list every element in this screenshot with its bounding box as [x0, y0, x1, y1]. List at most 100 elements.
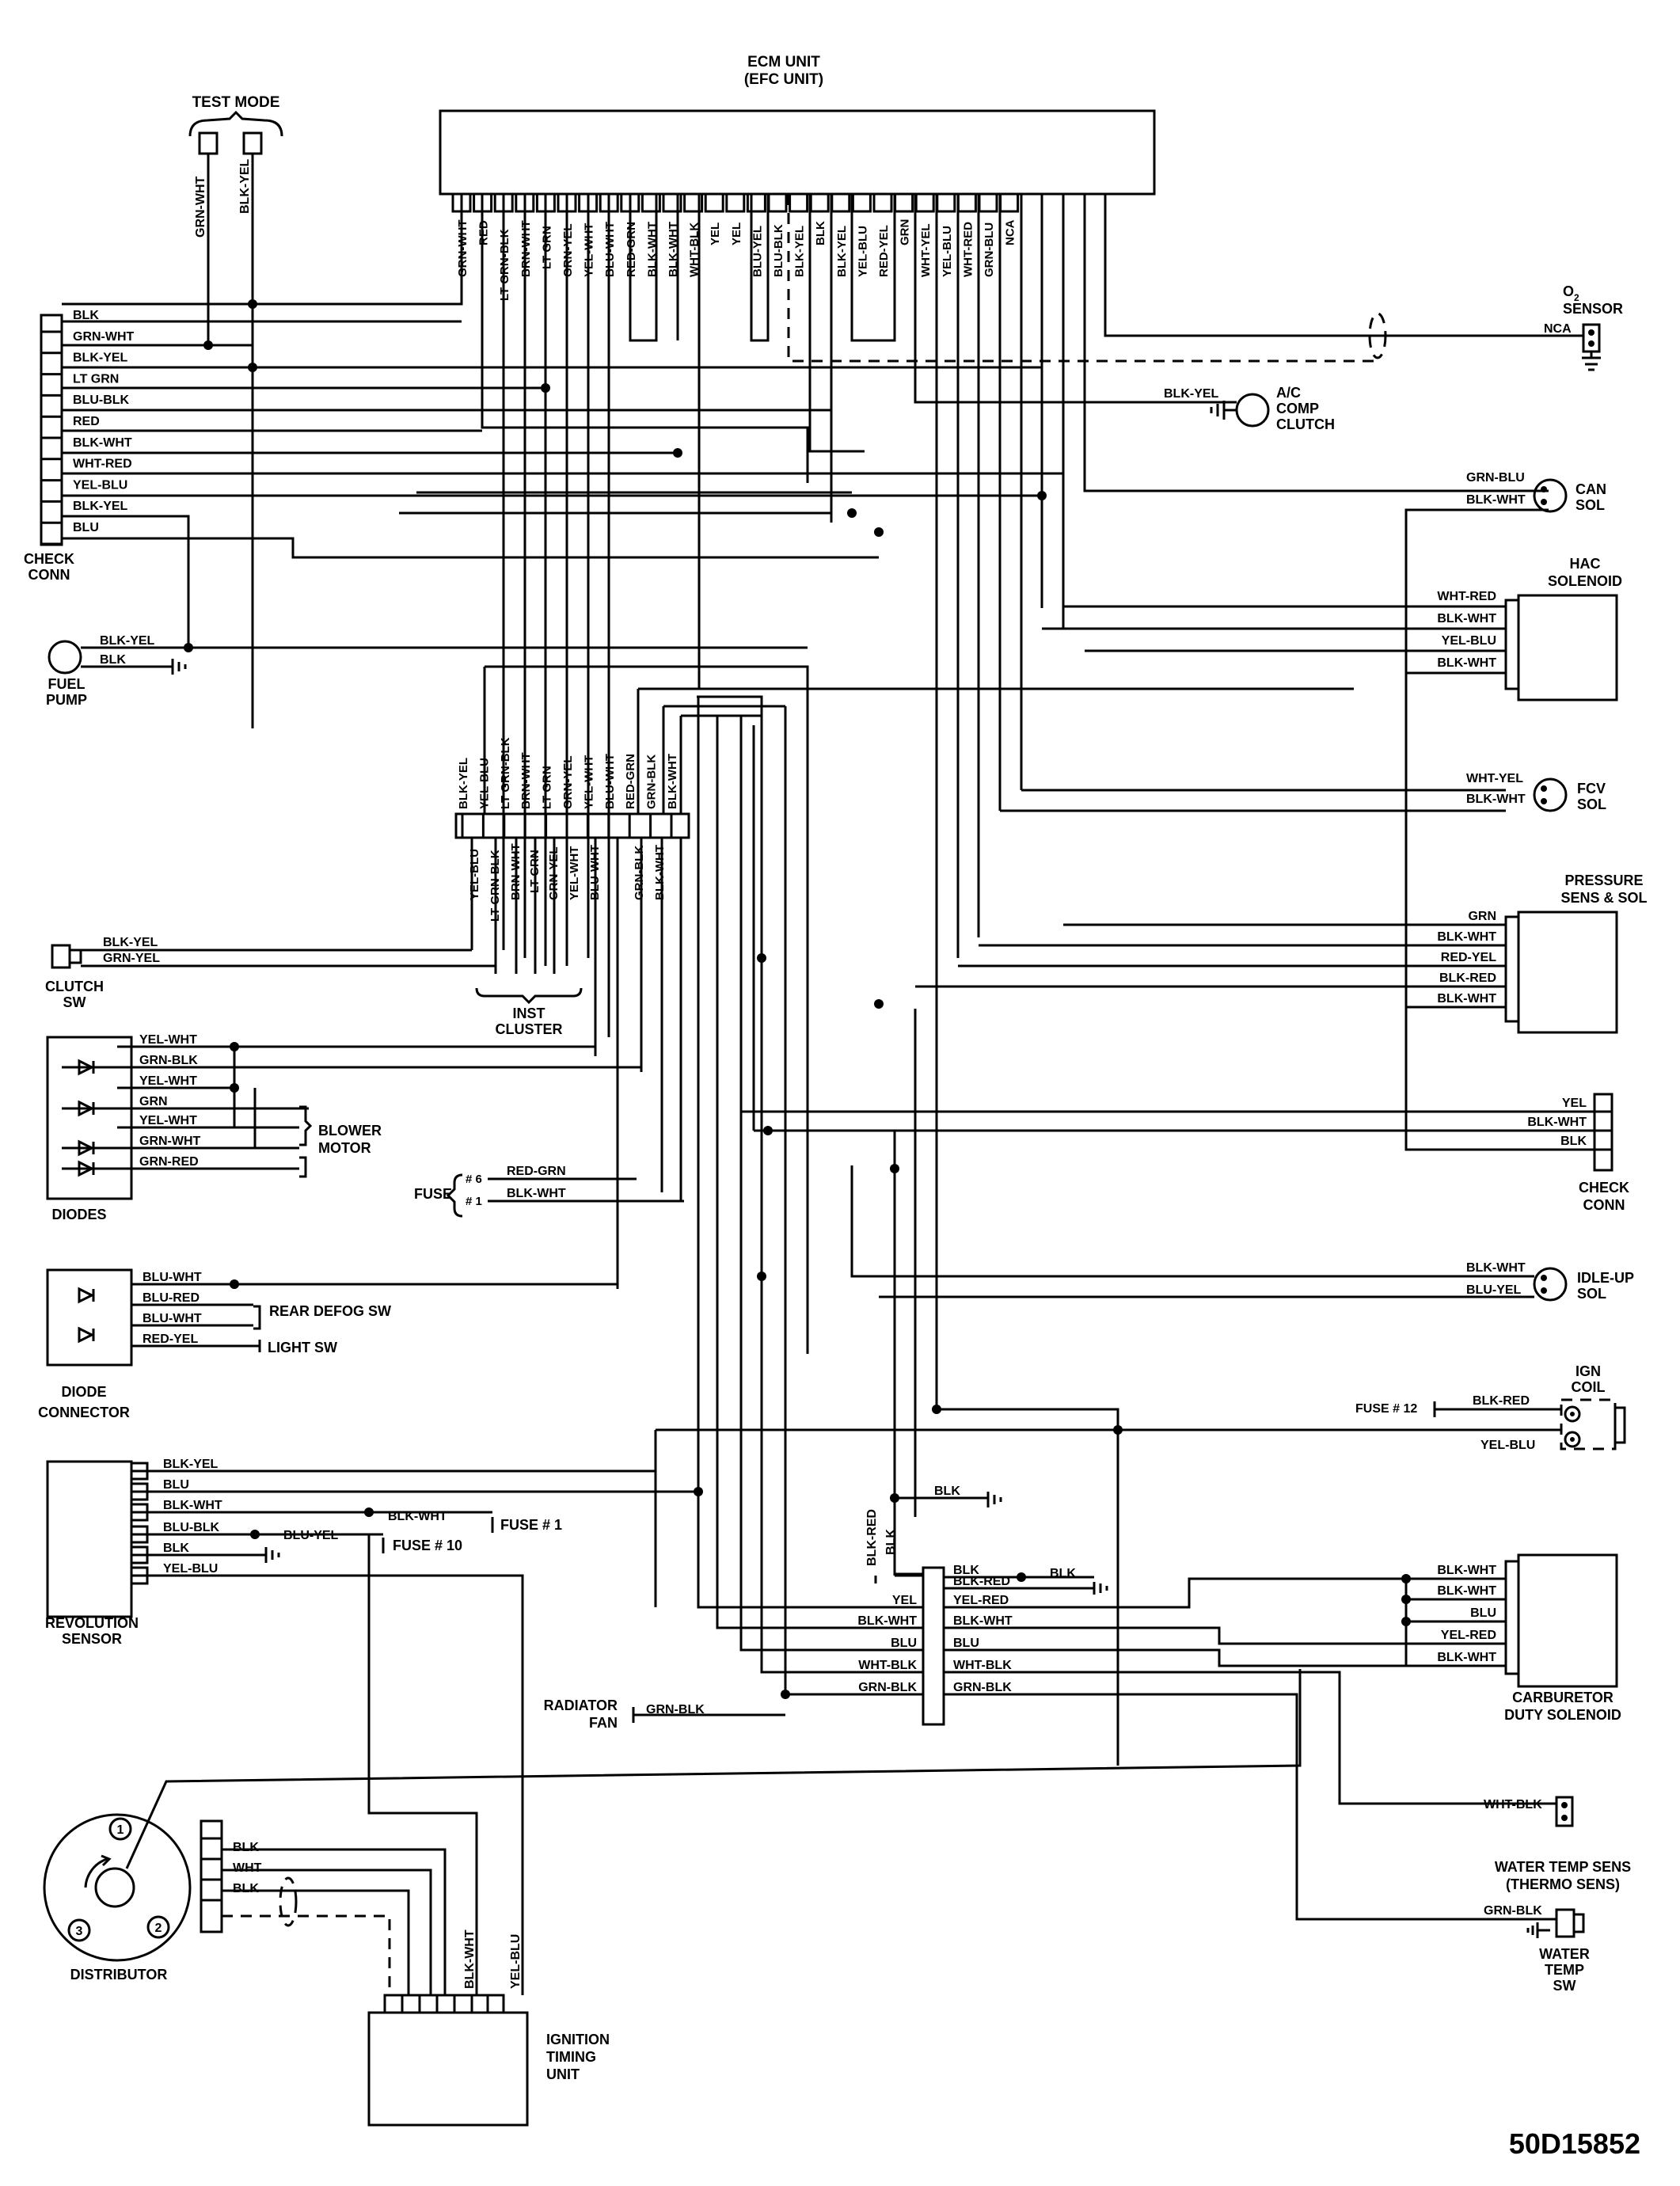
diode-connector-label: DIODE	[61, 1384, 106, 1400]
ground-icon	[1526, 1922, 1550, 1938]
o2-sensor-label: SENSOR	[1563, 301, 1623, 317]
ignition-timing-unit: BLK-WHT YEL-BLU IGNITION TIMING UNIT	[367, 1534, 610, 2127]
inst-top-pin-label: BLK-YEL	[457, 758, 470, 809]
check-conn-left-pin-label: RED	[73, 415, 100, 428]
inst-bottom-pin-label: YEL-BLU	[468, 849, 481, 900]
center-left-pin-label: GRN-BLK	[858, 1681, 917, 1694]
distributor-wire-label: BLK	[233, 1882, 259, 1895]
hac-wire-label: BLK-WHT	[1437, 656, 1496, 670]
right-side-wire-labels: WHT-REDBLK-WHTYEL-BLUBLK-WHTGRNBLK-WHTRE…	[1437, 590, 1587, 1664]
fcv-wire-label: BLK-WHT	[1466, 793, 1526, 806]
center-right-pin-label: YEL-RED	[953, 1594, 1009, 1607]
rev-fuse-label: FUSE # 1	[500, 1517, 562, 1533]
ignition-unit-label: UNIT	[546, 2066, 580, 2082]
hac-solenoid-body	[1517, 594, 1618, 701]
diodes-block: YEL-WHTGRN-BLKYEL-WHTGRNYEL-WHTGRN-WHTGR…	[46, 1033, 641, 1222]
pressure-label: PRESSURE	[1564, 872, 1643, 888]
ground-blk-label: BLK	[934, 1485, 960, 1498]
center-left-pin-label: BLK-WHT	[857, 1614, 917, 1628]
rear-defog-label: REAR DEFOG SW	[269, 1303, 391, 1319]
o2-sensor-symbol	[1582, 323, 1601, 353]
fuse-wire-label: RED-GRN	[507, 1165, 566, 1178]
fcv-wire-label: WHT-YEL	[1466, 772, 1523, 785]
test-mode-terminal	[242, 131, 263, 155]
check-conn-right-wire-label: BLK-WHT	[1527, 1116, 1587, 1129]
center-right-pin-label: BLK	[953, 1564, 979, 1577]
water-temp-sw-symbol	[1555, 1908, 1575, 1938]
water-temp-sw-label: SW	[1553, 1978, 1576, 1994]
ecm-pin	[956, 192, 977, 213]
inst-top-pin-label: LT GRN	[541, 766, 554, 809]
carburetor-body	[1517, 1553, 1618, 1688]
ground-icon	[1582, 352, 1601, 371]
carburetor-duty-solenoid: CARBURETOR DUTY SOLENOID	[1504, 1553, 1621, 1723]
distributor-wire-label: WHT	[233, 1861, 262, 1875]
hac-wire-label: BLK-WHT	[1437, 612, 1496, 625]
ecm-pin-label: BLU-YEL	[751, 226, 764, 277]
diode-connector-wire-label: RED-YEL	[143, 1333, 198, 1346]
o2-sensor: O 2 SENSOR NCA	[1368, 283, 1623, 371]
center-right-pin-label: WHT-BLK	[953, 1659, 1012, 1672]
center-connector: YELBLK-WHTBLUWHT-BLKGRN-BLKBLKBLK-REDYEL…	[857, 1485, 1108, 1726]
o2-sensor-subscript: 2	[1574, 292, 1579, 303]
test-mode-terminal	[198, 131, 219, 155]
hac-wire-label: WHT-RED	[1437, 590, 1496, 603]
check-conn-left-pin-label: BLK	[73, 309, 99, 322]
distributor-rotor	[94, 1867, 135, 1908]
rev-fuse-label: FUSE # 10	[393, 1538, 462, 1553]
pressure-label: SENS & SOL	[1560, 890, 1647, 906]
ecm-pin-label: BLK	[814, 221, 827, 245]
clutch-wire-label: BLK-YEL	[103, 936, 158, 949]
diodes-wires: YEL-WHTGRN-BLKYEL-WHTGRNYEL-WHTGRN-WHTGR…	[62, 1033, 641, 1177]
carburetor-label: CARBURETOR	[1512, 1690, 1613, 1705]
ecm-pin	[936, 192, 956, 213]
inst-bottom-pin-label: GRN-BLK	[633, 846, 646, 900]
water-temp-sensor: WHT-BLK WATER TEMP SENS (THERMO SENS)	[1484, 1796, 1631, 1892]
can-sol-wire-label: BLK-WHT	[1466, 493, 1526, 507]
distributor-terminal: 2	[155, 1922, 162, 1935]
pressure-wire-label: BLK-RED	[1439, 971, 1496, 985]
check-conn-left-pin-label: LT GRN	[73, 372, 119, 386]
ecm-pin-label: WHT-YEL	[919, 224, 933, 278]
ecm-pin-label: GRN-BLU	[983, 222, 996, 277]
ignition-unit-wire-label: YEL-BLU	[509, 1934, 523, 1989]
idle-up-wire-label: BLK-WHT	[1466, 1261, 1526, 1275]
center-connector-vertical-label: BLK-RED	[865, 1509, 879, 1566]
ac-label: CLUTCH	[1276, 416, 1335, 432]
revolution-sensor-label: REVOLUTION	[45, 1615, 139, 1631]
idle-up-solenoid: BLK-WHT BLU-YEL IDLE-UP SOL	[1466, 1261, 1634, 1302]
ground-icon	[1093, 1582, 1108, 1595]
fuel-pump-wire-label: BLK-YEL	[100, 634, 155, 648]
blower-motor-label: BLOWER	[318, 1123, 382, 1139]
radiator-fan: RADIATOR FAN GRN-BLK	[544, 1697, 705, 1731]
ecm-pin-label: LT GRN-BLK	[498, 229, 511, 301]
carburetor-wire-label: BLK-WHT	[1437, 1584, 1496, 1598]
fuse-number: # 6	[466, 1173, 482, 1186]
revolution-sensor-pin-label: BLU-BLK	[163, 1521, 220, 1534]
ign-coil-wire-label: BLK-RED	[1473, 1394, 1530, 1408]
ecm-pin-label: BLU-BLK	[772, 224, 785, 277]
inst-cluster-brace	[475, 987, 583, 1005]
ign-coil-wire-label: YEL-BLU	[1480, 1439, 1535, 1452]
ecm-pin	[809, 192, 830, 213]
diagram-id: 50D15852	[1509, 2127, 1640, 2160]
inst-top-pin-label: LT GRN-BLK	[499, 737, 512, 809]
carburetor-wire-label: BLK-WHT	[1437, 1651, 1496, 1664]
revolution-sensor-pin-label: BLU	[163, 1478, 189, 1492]
inst-bottom-pin-label: BLK-WHT	[653, 845, 667, 900]
inst-cluster-label: CLUSTER	[496, 1021, 563, 1037]
ecm-pin	[872, 192, 893, 213]
distributor: 1 2 3 BLK WHT BLK DISTRIBUTOR	[43, 1669, 1302, 2013]
center-left-pin-label: BLU	[891, 1637, 917, 1650]
diode-connector-label: CONNECTOR	[38, 1405, 130, 1420]
check-conn-right-wire-label: YEL	[1562, 1097, 1587, 1110]
check-conn-left-pin-label: BLK-YEL	[73, 352, 128, 365]
inst-cluster-label: INST	[512, 1006, 545, 1021]
test-mode-wire-label: GRN-WHT	[194, 176, 207, 238]
ecm-pin-label: NCA	[1004, 219, 1017, 245]
center-connector-pins: YELBLK-WHTBLUWHT-BLKGRN-BLKBLKBLK-REDYEL…	[857, 1564, 1013, 1694]
pressure-sensor-solenoid: PRESSURE SENS & SOL	[1504, 872, 1648, 1034]
hac-label: SOLENOID	[1548, 573, 1622, 589]
